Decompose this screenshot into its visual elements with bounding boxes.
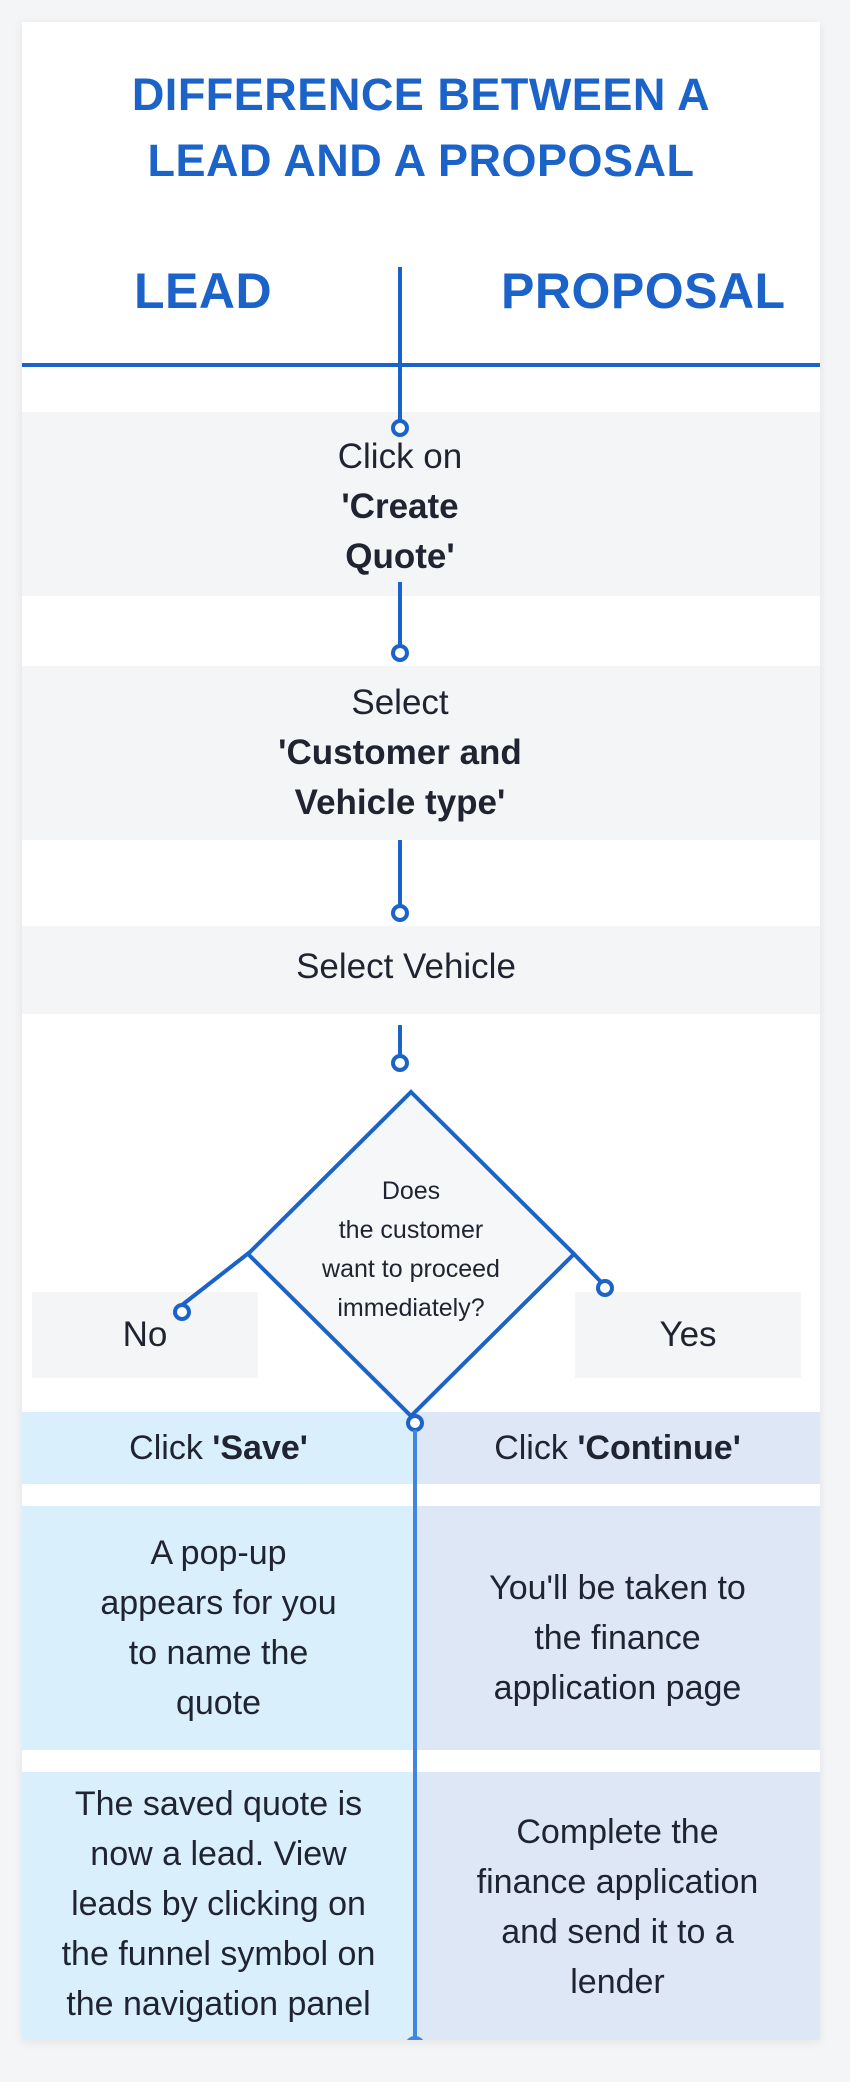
node-yes: [596, 1279, 614, 1297]
step-1-band: [22, 412, 820, 596]
infographic-card: DIFFERENCE BETWEEN A LEAD AND A PROPOSAL…: [22, 22, 820, 2040]
branch-no-box: No: [32, 1292, 258, 1378]
step-2-band: [22, 666, 820, 840]
node-end: [407, 2036, 423, 2040]
node-step-3: [391, 904, 409, 922]
lead-row-1-cell: [22, 1412, 415, 1484]
lead-column-header: LEAD: [134, 263, 273, 319]
lead-click-save: Click 'Save': [129, 1429, 308, 1467]
lead-popup-text: A pop-up appears for you to name the quo…: [100, 1534, 337, 1722]
connector-no: [180, 1250, 252, 1307]
step-1-text: Click on 'Create Quote': [337, 437, 463, 576]
node-no: [173, 1303, 191, 1321]
decision-question: Does the customer want to proceed immedi…: [322, 1177, 500, 1322]
page-title: DIFFERENCE BETWEEN A LEAD AND A PROPOSAL: [22, 62, 820, 194]
connector-yes: [570, 1250, 604, 1285]
branch-yes-box: Yes: [575, 1292, 801, 1378]
lead-row-3-cell: [22, 1772, 415, 2040]
proposal-row-3-cell: [415, 1772, 820, 2040]
proposal-click-continue: Click 'Continue': [494, 1429, 741, 1467]
proposal-row-2-cell: [415, 1506, 820, 1750]
node-step-1: [391, 419, 409, 437]
title-line-2: LEAD AND A PROPOSAL: [147, 135, 695, 186]
lead-row-2-cell: [22, 1506, 415, 1750]
branch-yes-label: Yes: [659, 1315, 717, 1354]
proposal-finance-page-text: You'll be taken to the finance applicati…: [489, 1569, 746, 1707]
node-step-2: [391, 644, 409, 662]
flow-connectors: [22, 267, 820, 2040]
step-2-text: Select 'Customer and Vehicle type': [278, 683, 522, 822]
proposal-row-1-cell: [415, 1412, 820, 1484]
step-3-band: [22, 926, 820, 1014]
step-3-text: Select Vehicle: [296, 947, 516, 986]
branch-no-label: No: [122, 1315, 168, 1354]
node-decision: [391, 1054, 409, 1072]
proposal-column-header: PROPOSAL: [501, 263, 786, 319]
proposal-complete-text: Complete the finance application and sen…: [476, 1813, 759, 2001]
title-line-1: DIFFERENCE BETWEEN A: [131, 69, 711, 120]
lead-saved-text: The saved quote is now a lead. View lead…: [61, 1785, 376, 2023]
